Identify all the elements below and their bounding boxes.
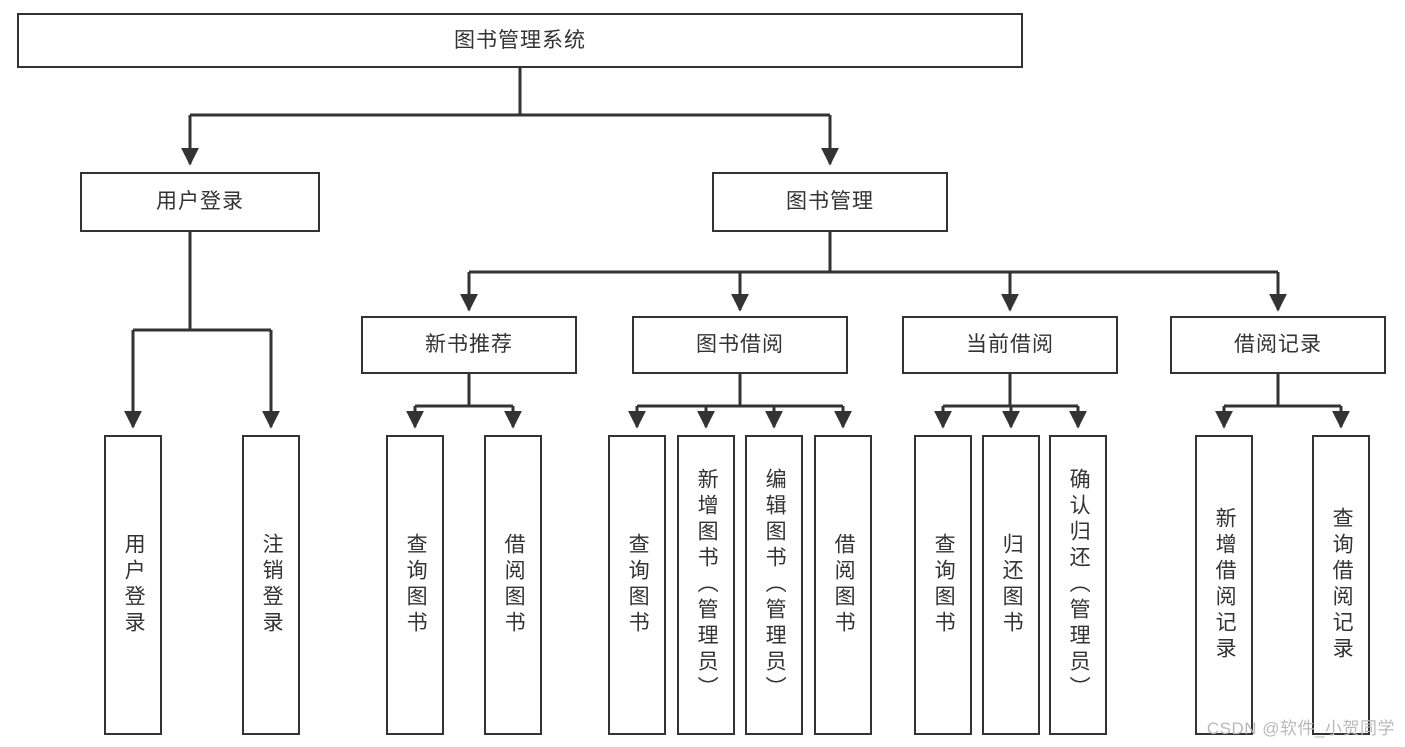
node-root-book-management-system[interactable]: 图书管理系统 <box>17 13 1023 68</box>
node-label: 借阅记录 <box>1234 333 1322 357</box>
leaf-borrow-record-1[interactable]: 新增借阅记录 <box>1195 435 1253 735</box>
leaf-new-book-recommend-1[interactable]: 查询图书 <box>386 435 444 735</box>
node-label: 新增借阅记录 <box>1213 507 1237 663</box>
watermark: CSDN @软件_小贺同学 <box>1206 719 1395 738</box>
node-label: 用户登录 <box>156 190 244 214</box>
leaf-new-book-recommend-2[interactable]: 借阅图书 <box>484 435 542 735</box>
node-label: 确认归还（管理员） <box>1067 468 1091 702</box>
node-label: 编辑图书（管理员） <box>763 468 787 702</box>
node-label: 查询图书 <box>932 533 956 637</box>
leaf-book-borrow-3[interactable]: 编辑图书（管理员） <box>745 435 803 735</box>
node-label: 借阅图书 <box>832 533 856 637</box>
node-user-login[interactable]: 用户登录 <box>80 172 320 232</box>
leaf-current-borrow-2[interactable]: 归还图书 <box>982 435 1040 735</box>
leaf-book-borrow-4[interactable]: 借阅图书 <box>814 435 872 735</box>
leaf-book-borrow-1[interactable]: 查询图书 <box>608 435 666 735</box>
leaf-current-borrow-3[interactable]: 确认归还（管理员） <box>1049 435 1107 735</box>
node-label: 当前借阅 <box>966 333 1054 357</box>
node-label: 图书管理系统 <box>454 28 586 52</box>
node-label: 查询图书 <box>626 533 650 637</box>
node-label: 新增图书（管理员） <box>695 468 719 702</box>
leaf-book-borrow-2[interactable]: 新增图书（管理员） <box>677 435 735 735</box>
leaf-borrow-record-2[interactable]: 查询借阅记录 <box>1312 435 1370 735</box>
leaf-user-login-2[interactable]: 注销登录 <box>242 435 300 735</box>
node-label: 新书推荐 <box>425 333 513 357</box>
node-current-borrow[interactable]: 当前借阅 <box>902 316 1118 374</box>
node-label: 查询图书 <box>404 533 428 637</box>
node-label: 归还图书 <box>1000 533 1024 637</box>
leaf-current-borrow-1[interactable]: 查询图书 <box>914 435 972 735</box>
node-book-borrow[interactable]: 图书借阅 <box>632 316 848 374</box>
node-label: 用户登录 <box>122 533 146 637</box>
node-label: 图书借阅 <box>696 333 784 357</box>
node-new-book-recommend[interactable]: 新书推荐 <box>361 316 577 374</box>
node-book-management[interactable]: 图书管理 <box>712 172 948 232</box>
node-label: 借阅图书 <box>502 533 526 637</box>
node-label: 注销登录 <box>260 533 284 637</box>
node-label: 查询借阅记录 <box>1330 507 1354 663</box>
leaf-user-login-1[interactable]: 用户登录 <box>104 435 162 735</box>
node-label: 图书管理 <box>786 190 874 214</box>
node-borrow-record[interactable]: 借阅记录 <box>1170 316 1386 374</box>
